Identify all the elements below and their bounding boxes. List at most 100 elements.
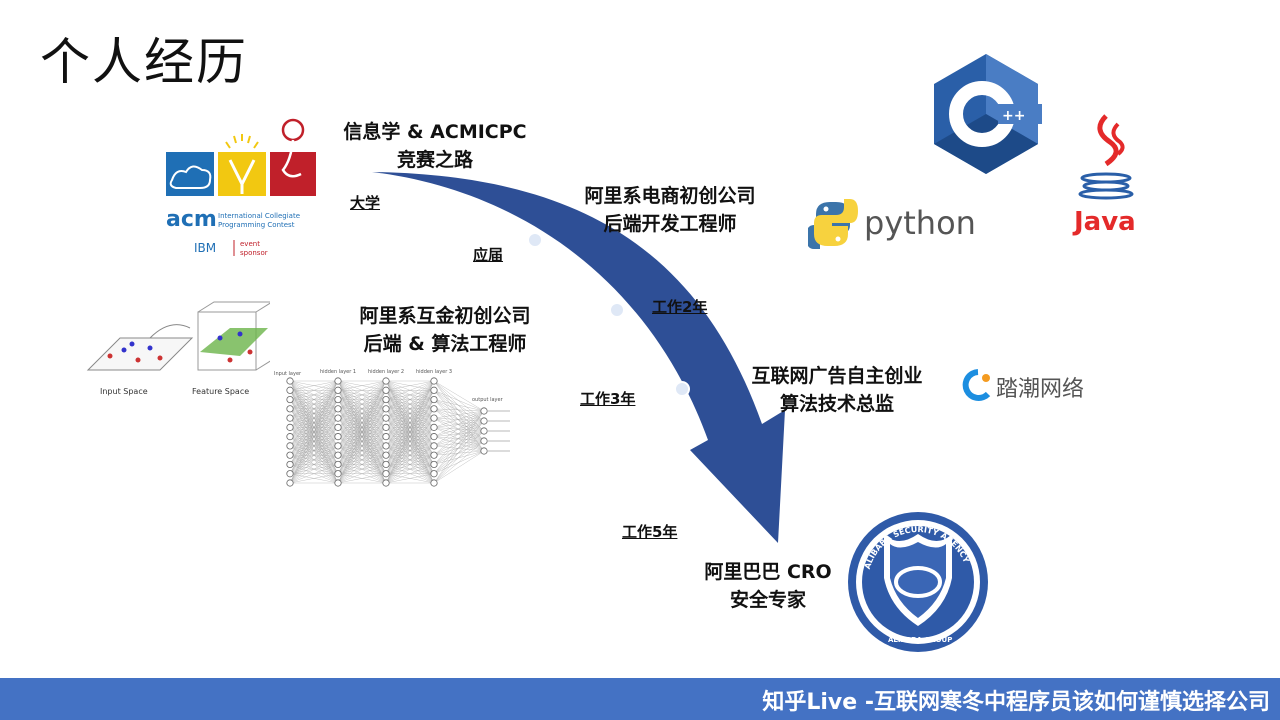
- nn-node: [480, 407, 488, 415]
- nn-edge: [433, 399, 485, 442]
- nn-node: [430, 451, 438, 459]
- svg-text:sponsor: sponsor: [240, 249, 268, 257]
- nn-node: [286, 442, 294, 450]
- svg-text:hidden layer 1: hidden layer 1: [320, 369, 356, 375]
- nn-edge: [289, 380, 339, 456]
- nn-node: [334, 442, 342, 450]
- nn-node: [382, 470, 390, 478]
- nn-node: [382, 479, 390, 487]
- nn-edge: [433, 445, 485, 452]
- nn-edge: [289, 380, 339, 465]
- nn-edge: [385, 380, 435, 400]
- svg-text:Input Space: Input Space: [100, 387, 148, 396]
- nn-edge: [385, 436, 435, 484]
- nn-edge: [433, 417, 485, 422]
- nn-node: [480, 417, 488, 425]
- nn-edge: [433, 399, 485, 422]
- nn-node: [430, 377, 438, 385]
- nn-edge: [337, 427, 387, 484]
- nn-edge: [433, 417, 485, 442]
- nn-edge: [385, 390, 435, 484]
- nn-edge: [433, 380, 485, 422]
- nn-node: [334, 405, 342, 413]
- nn-edge: [289, 427, 339, 484]
- nn-edge: [433, 440, 485, 465]
- nn-edge: [433, 450, 485, 465]
- nn-edge: [385, 380, 435, 456]
- node-ad-startup: 互联网广告自主创业 算法技术总监: [751, 365, 923, 415]
- nn-node: [334, 395, 342, 404]
- nn-edge: [433, 420, 485, 465]
- nn-edge: [433, 420, 485, 456]
- nn-node: [286, 479, 294, 487]
- nn-node: [382, 442, 390, 450]
- stage-graduate: 应届: [473, 246, 504, 264]
- nn-edge: [289, 380, 339, 409]
- nn-edge: [433, 430, 485, 474]
- nn-edge: [385, 380, 435, 419]
- nn-node: [334, 414, 342, 422]
- milestone-dot: [674, 381, 690, 397]
- nn-edge: [433, 420, 485, 474]
- nn-edge: [433, 380, 485, 412]
- nn-edge: [433, 408, 485, 412]
- nn-node: [382, 451, 390, 459]
- nn-edge: [289, 473, 339, 484]
- nn-node: [480, 427, 488, 435]
- nn-node: [430, 386, 438, 394]
- nn-node: [382, 386, 390, 394]
- nn-edge: [289, 445, 339, 484]
- nn-edge: [433, 399, 485, 432]
- svg-text:Feature Space: Feature Space: [192, 387, 249, 396]
- java-text: Java: [1072, 207, 1136, 237]
- ibm-text: IBM: [194, 241, 216, 255]
- nn-edge: [337, 380, 387, 474]
- nn-edge: [337, 399, 387, 484]
- nn-edge: [385, 380, 435, 391]
- svg-text:hidden layer 3: hidden layer 3: [416, 369, 452, 375]
- nn-edge: [433, 408, 485, 432]
- nn-edge: [385, 455, 435, 484]
- nn-edge: [289, 390, 339, 484]
- nn-edge: [385, 380, 435, 484]
- nn-node: [286, 470, 294, 478]
- nn-edge: [433, 420, 485, 447]
- node-alibaba: 阿里巴巴 CRO 安全专家: [704, 561, 832, 611]
- nn-node: [286, 433, 294, 441]
- nn-edge: [433, 408, 485, 452]
- node-acm: 信息学 & ACMICPC 竞赛之路: [343, 121, 527, 171]
- nn-edge: [433, 410, 485, 428]
- cpp-logo: ++: [934, 54, 1042, 174]
- nn-edge: [433, 410, 485, 437]
- nn-edge: [337, 390, 387, 484]
- nn-edge: [433, 440, 485, 484]
- nn-edge: [337, 380, 387, 437]
- nn-edge: [385, 445, 435, 484]
- nn-edge: [289, 380, 339, 400]
- tachao-text: 踏潮网络: [996, 377, 1084, 402]
- svg-text:event: event: [240, 240, 260, 248]
- stage-3years: 工作3年: [580, 390, 636, 408]
- nn-edge: [433, 380, 485, 452]
- nn-node: [382, 460, 390, 469]
- nn-edge: [337, 445, 387, 484]
- nn-node: [430, 405, 438, 413]
- nn-edge: [385, 408, 435, 484]
- nn-node: [430, 479, 438, 487]
- nn-edge: [433, 390, 485, 422]
- nn-edge: [433, 440, 485, 447]
- nn-edge: [337, 455, 387, 484]
- nn-edge: [433, 430, 485, 447]
- nn-edge: [433, 427, 485, 442]
- nn-node: [334, 433, 342, 441]
- nn-edge: [337, 464, 387, 484]
- nn-edge: [337, 436, 387, 484]
- nn-node: [334, 460, 342, 469]
- svg-text:International Collegiate: International Collegiate: [218, 212, 300, 220]
- nn-edge: [433, 390, 485, 412]
- nn-edge: [433, 420, 485, 484]
- nn-edge: [289, 418, 339, 484]
- feature-space-diagram: Input Space Feature Space: [86, 301, 270, 396]
- tachao-logo: 踏潮网络: [962, 369, 1084, 402]
